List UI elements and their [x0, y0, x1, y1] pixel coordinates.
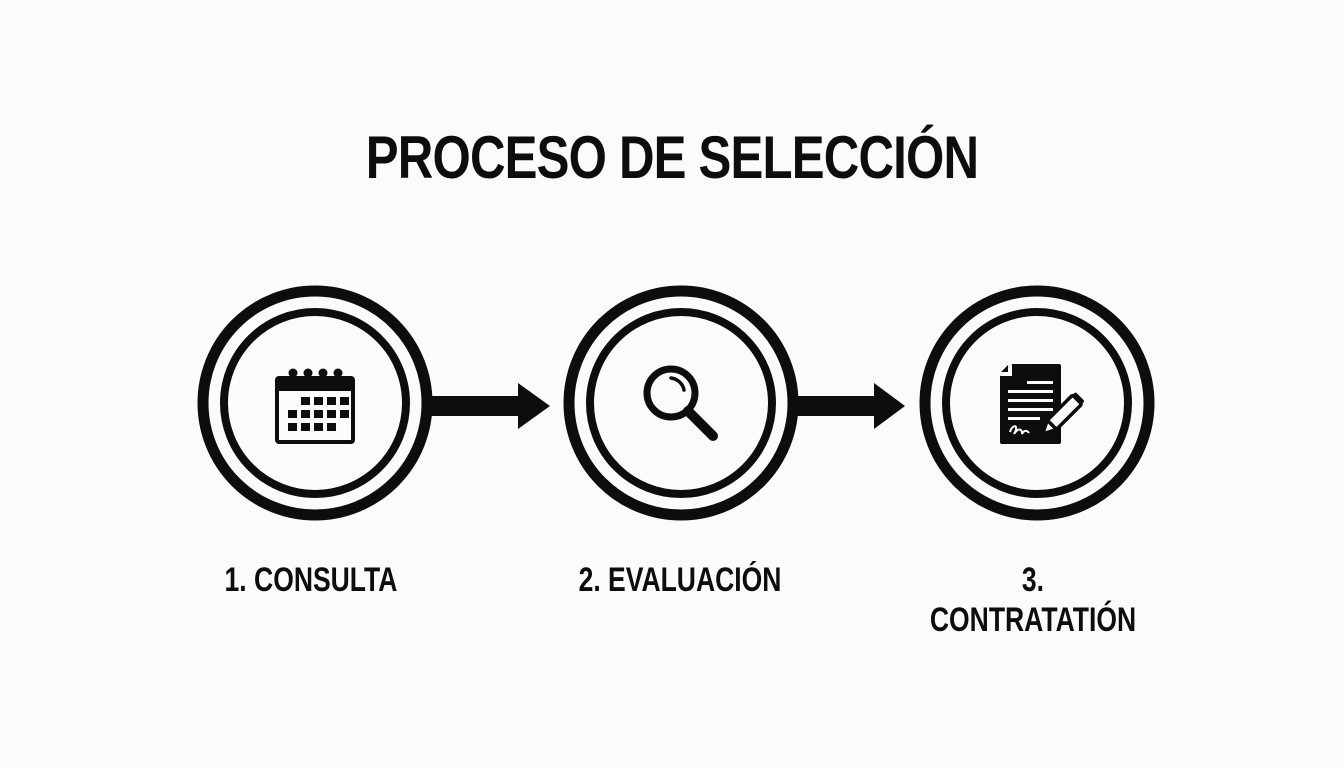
step-3-node [919, 285, 1155, 521]
signed-document-icon [1000, 364, 1084, 444]
arrow-2-to-3 [797, 383, 905, 429]
magnifying-glass-icon [643, 365, 718, 441]
step-3-label: 3. CONTRATATIÓN [929, 561, 1137, 639]
arrow-1-to-2 [431, 383, 550, 429]
page-title: PROCESO DE SELECCIÓN [365, 124, 979, 191]
step-1-label: 1. CONSULTA [224, 561, 398, 599]
calendar-icon [275, 368, 355, 444]
step-2-label: 2. EVALUACIÓN [578, 561, 782, 599]
step-1-node [197, 285, 433, 521]
step-2-node [563, 285, 799, 521]
